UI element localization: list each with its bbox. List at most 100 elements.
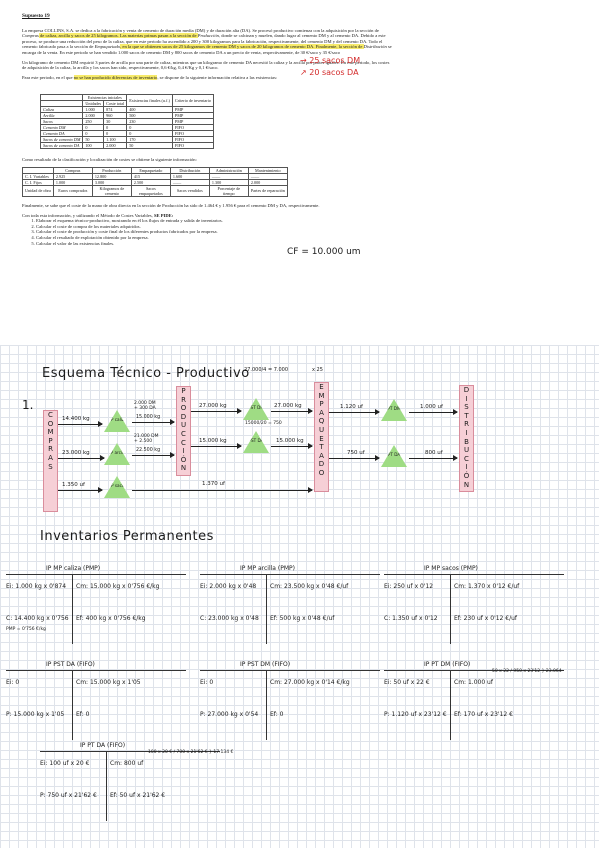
problem-para-5: Finalmente, se sabe que el coste de la m…: [22, 202, 320, 208]
account-head: IP MP caliza (PMP): [46, 565, 101, 572]
cost-cell: Unidad de obra: [22, 184, 54, 197]
problem-para-3: Para este periodo, en el que no se han p…: [22, 74, 392, 81]
request-item: Calcular el coste de compra de los mater…: [36, 224, 392, 230]
column-letter: R: [464, 420, 469, 429]
caliza-split-1: 2.000 DM: [134, 401, 156, 406]
column-letter: T: [319, 443, 324, 452]
account-hline: [200, 670, 380, 671]
account-ei: Ei: 250 uf x 0'12: [384, 583, 434, 590]
cost-cell: Partes de reparación: [247, 184, 288, 197]
column-letter: I: [465, 428, 468, 437]
account-ef: Ef: 0: [270, 711, 284, 718]
account-extra: 50 x 22 / 950 x 23'12 } 23.064: [492, 669, 562, 674]
request-item: Calcular el resultado de explotación obt…: [36, 235, 392, 241]
cost-cell: C. I. Variables: [22, 172, 54, 180]
account-vline: [72, 670, 73, 740]
empaquetado-to-pt-da-arrow: [329, 455, 380, 461]
scheme-x25: x 25: [312, 367, 323, 373]
account-head: IP PST DA (FIFO): [46, 661, 95, 668]
column-letter: A: [48, 453, 53, 462]
column-letter: Q: [318, 417, 325, 426]
produccion-to-pst-da-arrow: [191, 443, 242, 449]
column-letter: D: [463, 386, 470, 394]
account-consumo: P: 1.120 uf x 23'12 €: [384, 711, 447, 718]
account-vline: [266, 574, 267, 644]
account-consumo: C: 14.400 kg x 0'756: [6, 615, 69, 622]
intro-distribucion: Distribución: [363, 44, 387, 50]
ptda-out: 800 uf: [425, 450, 443, 456]
account-consumo: C: 23.000 kg x 0'48: [200, 615, 259, 622]
note-red-2: 20 sacos DA: [309, 68, 359, 77]
column-letter: U: [180, 421, 187, 430]
stock-head: Unidades: [82, 100, 105, 108]
column-letter: P: [319, 400, 324, 409]
stock-cell: 100: [82, 142, 105, 150]
column-letter: N: [180, 464, 187, 473]
stock-head: Existencias iniciales: [82, 94, 128, 102]
account-consumo: P: 750 uf x 21'62 €: [40, 792, 97, 799]
problem-para-2: Un kilogramo de cemento DM requirió 3 pa…: [22, 59, 390, 71]
column-letter: I: [182, 447, 185, 456]
arcilla-split: 21.000 DM+ 2.500: [134, 434, 159, 444]
account-ef: Ef: 0: [76, 711, 90, 718]
account-ef: Ef: 400 kg x 0'756 €/kg: [76, 615, 146, 622]
para-3-end: , se dispone de la siguiente información…: [157, 74, 278, 80]
column-letter: U: [463, 446, 470, 455]
account-cm: Cm: 15.000 kg x 0'756 €/kg: [76, 583, 160, 590]
problem-para-6: Con toda esta información, y utilizando …: [22, 213, 392, 219]
account-cm: Cm: 800 uf: [110, 760, 144, 767]
cost-cell: Sacos empaquetados: [130, 184, 171, 197]
account-cm: Cm: 23.500 kg x 0'48 €/uf: [270, 583, 349, 590]
stock-cell: FIFO: [171, 142, 214, 150]
account-cm: Cm: 27.000 kg x 0'14 €/kg: [270, 679, 350, 686]
problem-intro: La empresa COLLINS, S.A. se dedica a la …: [22, 28, 392, 56]
pt-da-to-distribucion-arrow: [409, 455, 458, 461]
stock-head: Coste total: [103, 100, 128, 108]
column-letter: M: [318, 391, 325, 400]
account-head: IP PT DA (FIFO): [80, 742, 126, 749]
column-letter: P: [181, 387, 186, 395]
caliza-split-2: + 300 DA: [134, 406, 156, 411]
flow-arcilla-arrow: [58, 455, 105, 461]
column-letter: S: [48, 462, 53, 471]
stock-cell: Sacos de cemento DA: [39, 142, 84, 150]
column-letter: Ó: [180, 455, 187, 464]
account-vline: [266, 670, 267, 740]
request-item: Elaborar el esquema técnico-productivo, …: [36, 218, 392, 224]
pt-dm-to-distribucion-arrow: [409, 409, 458, 415]
sacos-to-empaquetado-arrow: [132, 487, 313, 493]
account-hline: [40, 751, 220, 752]
account-vline: [106, 751, 107, 821]
column-letter: N: [463, 480, 470, 489]
account-consumo: P: 27.000 kg x 0'54: [200, 711, 259, 718]
column-letter: D: [318, 460, 325, 469]
column-letter: A: [319, 451, 324, 460]
flow-sacos-in: 1.350 uf: [62, 482, 85, 488]
column-letter: R: [48, 445, 53, 454]
pst-dm-to-empaquetado-arrow: [271, 408, 313, 414]
column-letter: A: [319, 408, 324, 417]
account-cm: Cm: 1.370 x 0'12 €/uf: [454, 583, 520, 590]
problem-para-4: Como resultado de la clasificación y loc…: [22, 157, 197, 163]
arcilla-split-1: 21.000 DM: [134, 434, 159, 439]
column-letter: C: [181, 429, 186, 438]
account-ef: Ef: 50 uf x 21'62 €: [110, 792, 166, 799]
para-3-highlight: no se han producido diferencias de inven…: [73, 74, 158, 80]
column-letter: E: [319, 434, 324, 443]
account-head: IP MP arcilla (PMP): [240, 565, 295, 572]
account-ei: Ei: 50 uf x 22 €: [384, 679, 430, 686]
intro-empaquetado: Empaquetado: [94, 44, 121, 50]
column-letter: C: [181, 438, 186, 447]
account-vline: [72, 574, 73, 644]
account-cm: Cm: 1.000 uf: [454, 679, 493, 686]
column-letter: O: [318, 468, 325, 477]
note-arrow-dm: → 25 sacos DM: [300, 56, 361, 65]
account-cm: Cm: 15.000 kg x 1'05: [76, 679, 141, 686]
ptdm-in: 1.120 uf: [340, 404, 363, 410]
